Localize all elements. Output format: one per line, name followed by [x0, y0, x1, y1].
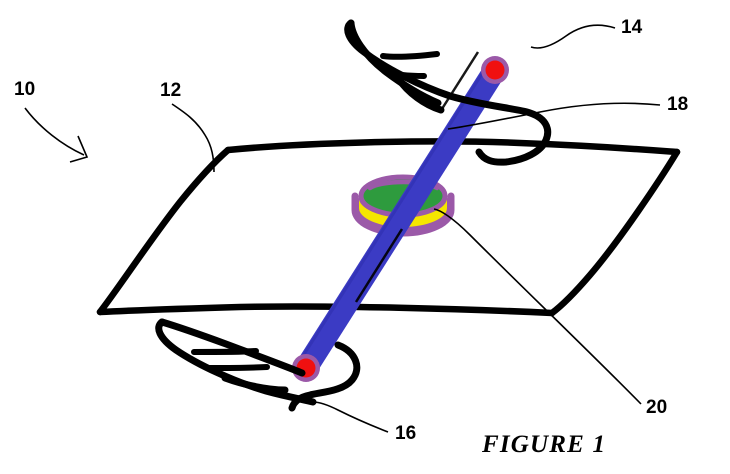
plane-edge-top: [224, 138, 681, 156]
plane-edge-left: [96, 146, 232, 316]
lower-wing-leading-edge: [155, 318, 317, 406]
leader-10: [24, 107, 85, 156]
leader-18: [447, 102, 661, 130]
upper-wing-feather-line-1: [380, 51, 440, 60]
ring-yellow-band: [359, 198, 447, 227]
rod-tip-red-top: [485, 60, 505, 80]
blue-rod: [292, 56, 509, 382]
leader-10-arrowhead: [69, 135, 89, 163]
plane-edge-right: [548, 148, 681, 317]
lower-wing-feather-line-1: [191, 348, 259, 355]
leader-16: [312, 401, 389, 433]
leader-20: [433, 208, 642, 405]
reference-numeral-group: 10 12 14 16 18 20: [14, 17, 688, 444]
ref-numeral-14: 14: [621, 17, 643, 38]
upper-wing-leading-edge: [347, 19, 442, 107]
upper-wing-feather-line-2: [383, 69, 427, 79]
lower-wing-lower-edge: [221, 374, 289, 394]
ref-numeral-10: 10: [14, 79, 35, 100]
ref-numeral-20: 20: [646, 397, 667, 418]
rod-crossing-ink-upper: [438, 51, 480, 113]
leader-lines: [24, 24, 661, 433]
rod-shaft-shadow-edge: [296, 65, 489, 365]
lower-wing-feather-line-2: [207, 364, 270, 371]
rod-crossing-ink-lower: [354, 228, 404, 303]
lower-wing-outline-top: [158, 318, 306, 377]
ref-numeral-16: 16: [395, 423, 416, 444]
upper-wing-lower-edge: [394, 74, 445, 114]
plane-edge-bottom: [96, 303, 556, 317]
ref-numeral-12: 12: [160, 80, 181, 101]
lower-wing: [155, 318, 361, 412]
ref-numeral-18: 18: [667, 94, 688, 115]
figure-caption: FIGURE 1: [481, 431, 606, 458]
leader-14: [530, 24, 616, 49]
planar-sheet: [96, 138, 681, 317]
upper-wing: [344, 19, 552, 166]
lower-wing-tail-hook: [288, 341, 361, 412]
leader-12: [171, 103, 215, 173]
rod-shaft: [296, 63, 505, 375]
